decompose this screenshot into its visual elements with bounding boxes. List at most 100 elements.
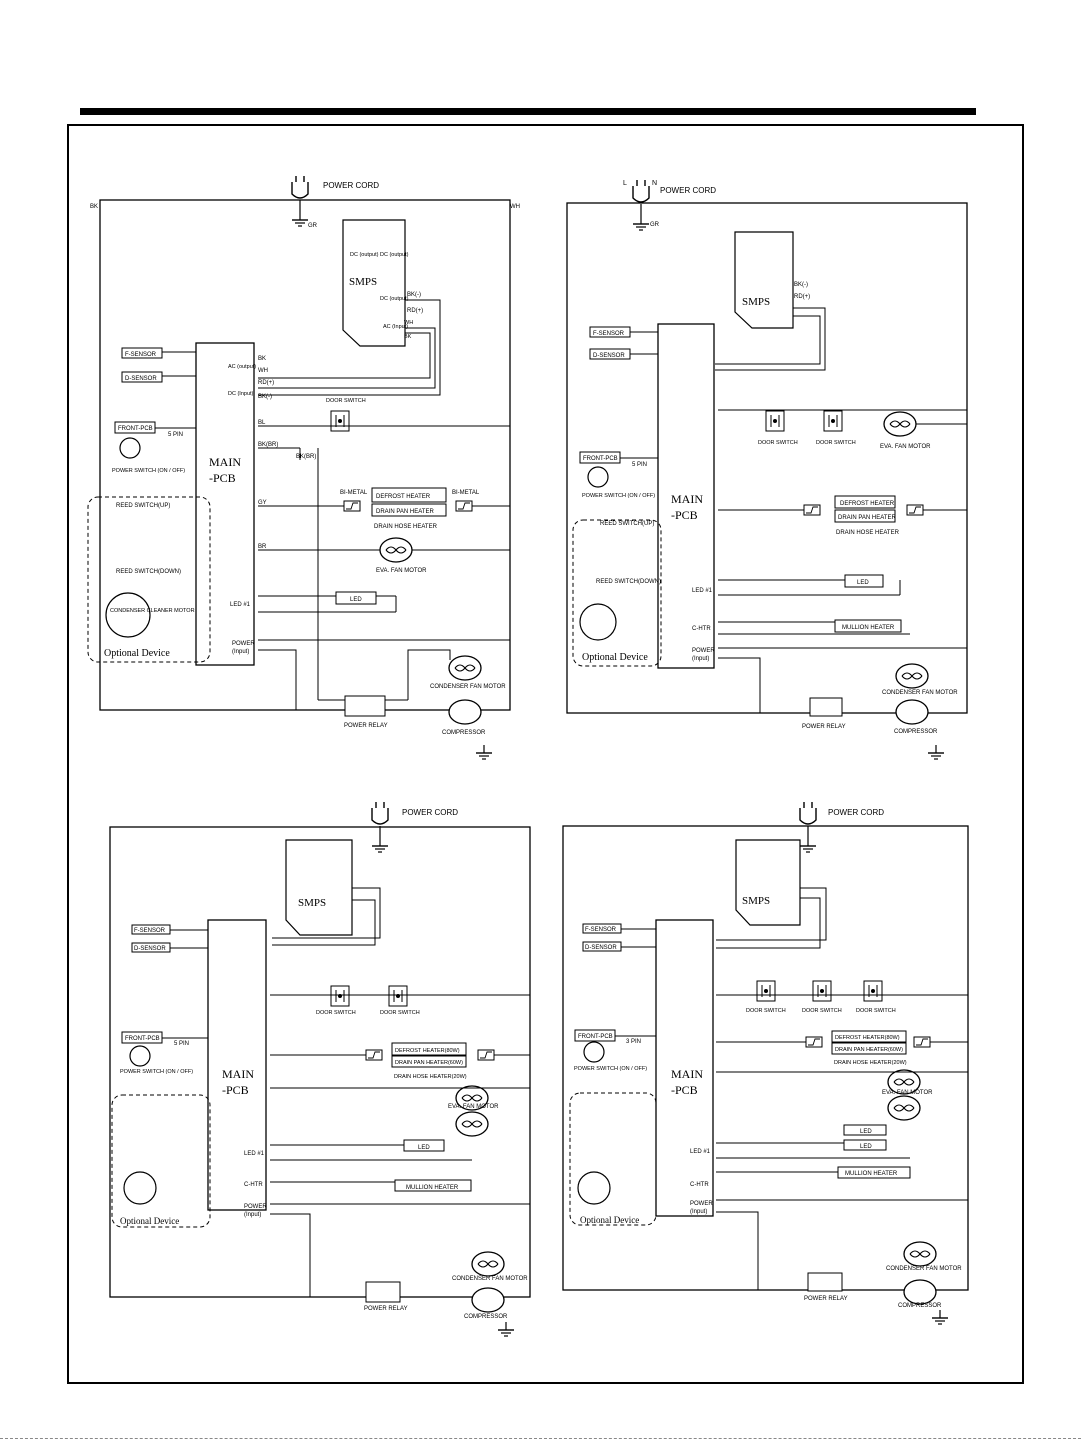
svg-text:DRAIN HOSE HEATER(20W): DRAIN HOSE HEATER(20W) xyxy=(394,1074,467,1080)
svg-text:F-SENSOR: F-SENSOR xyxy=(593,331,625,337)
svg-text:DOOR SWITCH: DOOR SWITCH xyxy=(856,1008,896,1014)
svg-text:POWER SWITCH (ON / OFF): POWER SWITCH (ON / OFF) xyxy=(120,1069,193,1075)
svg-text:POWER RELAY: POWER RELAY xyxy=(364,1306,408,1312)
svg-text:-PCB: -PCB xyxy=(209,471,236,485)
svg-text:REED SWITCH(DOWN): REED SWITCH(DOWN) xyxy=(596,579,661,585)
svg-text:MAIN: MAIN xyxy=(671,1067,703,1081)
svg-text:EVA. FAN MOTOR: EVA. FAN MOTOR xyxy=(882,1090,933,1096)
panel-1: POWER CORD GR BK WH SMPS DC (output) DC … xyxy=(87,175,520,760)
svg-text:BK: BK xyxy=(404,334,412,340)
svg-text:COMPRESSOR: COMPRESSOR xyxy=(464,1314,508,1320)
main-pcb xyxy=(195,342,255,666)
svg-text:POWER: POWER xyxy=(690,1201,713,1207)
svg-text:SMPS: SMPS xyxy=(742,296,770,308)
svg-text:GR: GR xyxy=(308,223,318,229)
svg-text:DEFROST HEATER(80W): DEFROST HEATER(80W) xyxy=(835,1035,900,1041)
svg-text:BK(-): BK(-) xyxy=(794,282,808,288)
svg-text:POWER: POWER xyxy=(232,641,255,647)
svg-text:D-SENSOR: D-SENSOR xyxy=(593,353,625,359)
svg-text:REED SWITCH(UP): REED SWITCH(UP) xyxy=(116,503,170,509)
svg-text:GY: GY xyxy=(258,500,267,506)
svg-text:DEFROST HEATER(80W): DEFROST HEATER(80W) xyxy=(395,1048,460,1054)
svg-text:MULLION HEATER: MULLION HEATER xyxy=(406,1185,459,1191)
svg-text:(Input): (Input) xyxy=(232,649,249,655)
panel-3: POWER CORD SMPS MAIN -PCB F-SENSOR D-SEN… xyxy=(109,801,531,1337)
svg-text:D-SENSOR: D-SENSOR xyxy=(125,376,157,382)
svg-text:SMPS: SMPS xyxy=(298,897,326,909)
svg-text:POWER SWITCH (ON / OFF): POWER SWITCH (ON / OFF) xyxy=(112,468,185,474)
svg-text:MULLION HEATER: MULLION HEATER xyxy=(842,625,895,631)
svg-text:WH: WH xyxy=(510,204,520,210)
svg-text:CONDENSER FAN MOTOR: CONDENSER FAN MOTOR xyxy=(886,1266,962,1272)
svg-text:SMPS: SMPS xyxy=(349,276,377,288)
svg-text:MAIN: MAIN xyxy=(222,1067,254,1081)
svg-text:BI-METAL: BI-METAL xyxy=(452,490,480,496)
svg-text:C-HTR: C-HTR xyxy=(244,1182,263,1188)
svg-text:REED SWITCH(DOWN): REED SWITCH(DOWN) xyxy=(116,569,181,575)
svg-text:(Input): (Input) xyxy=(692,656,709,662)
svg-text:MULLION HEATER: MULLION HEATER xyxy=(845,1171,898,1177)
svg-text:POWER RELAY: POWER RELAY xyxy=(804,1296,848,1302)
svg-text:Optional Device: Optional Device xyxy=(580,1215,639,1225)
svg-text:CONDENSER FAN MOTOR: CONDENSER FAN MOTOR xyxy=(452,1276,528,1282)
power-cord-label: POWER CORD xyxy=(323,181,379,190)
svg-text:EVA. FAN MOTOR: EVA. FAN MOTOR xyxy=(880,444,931,450)
svg-text:POWER CORD: POWER CORD xyxy=(828,808,884,817)
svg-text:F-SENSOR: F-SENSOR xyxy=(134,928,166,934)
svg-text:DRAIN PAN HEATER(60W): DRAIN PAN HEATER(60W) xyxy=(395,1060,463,1066)
svg-text:DEFROST HEATER: DEFROST HEATER xyxy=(376,494,431,500)
svg-text:REED SWITCH(UP): REED SWITCH(UP) xyxy=(600,521,654,527)
svg-text:POWER SWITCH (ON / OFF): POWER SWITCH (ON / OFF) xyxy=(582,493,655,499)
svg-text:POWER CORD: POWER CORD xyxy=(660,186,716,195)
svg-text:LED #1: LED #1 xyxy=(690,1149,711,1155)
svg-text:C-HTR: C-HTR xyxy=(692,626,711,632)
svg-text:MAIN: MAIN xyxy=(209,455,241,469)
svg-text:(Input): (Input) xyxy=(690,1209,707,1215)
svg-text:DOOR SWITCH: DOOR SWITCH xyxy=(816,440,856,446)
svg-text:FRONT-PCB: FRONT-PCB xyxy=(583,456,618,462)
svg-text:LED #1: LED #1 xyxy=(244,1151,265,1157)
svg-text:5 PIN: 5 PIN xyxy=(168,432,183,438)
svg-text:BK(BR): BK(BR) xyxy=(296,454,316,460)
svg-text:DEFROST HEATER: DEFROST HEATER xyxy=(840,501,895,507)
svg-text:DRAIN PAN HEATER: DRAIN PAN HEATER xyxy=(376,509,434,515)
svg-text:EVA. FAN MOTOR: EVA. FAN MOTOR xyxy=(448,1104,499,1110)
svg-text:SMPS: SMPS xyxy=(742,895,770,907)
svg-text:DRAIN HOSE HEATER(20W): DRAIN HOSE HEATER(20W) xyxy=(834,1060,907,1066)
svg-text:CONDENSER FAN MOTOR: CONDENSER FAN MOTOR xyxy=(882,690,958,696)
svg-text:FRONT-PCB: FRONT-PCB xyxy=(118,426,153,432)
svg-text:POWER: POWER xyxy=(244,1204,267,1210)
svg-text:BK: BK xyxy=(258,356,266,362)
svg-text:MAIN: MAIN xyxy=(671,492,703,506)
svg-text:D-SENSOR: D-SENSOR xyxy=(585,945,617,951)
svg-text:CONDENSER FAN MOTOR: CONDENSER FAN MOTOR xyxy=(430,684,506,690)
svg-text:FRONT-PCB: FRONT-PCB xyxy=(125,1036,160,1042)
svg-text:LED: LED xyxy=(860,1144,872,1150)
header-rule xyxy=(80,108,976,115)
svg-text:DOOR SWITCH: DOOR SWITCH xyxy=(326,398,366,404)
svg-text:BR: BR xyxy=(258,544,267,550)
svg-text:AC (output): AC (output) xyxy=(228,364,256,370)
svg-text:WH: WH xyxy=(258,368,268,374)
svg-text:N: N xyxy=(652,180,657,187)
svg-text:DRAIN HOSE HEATER: DRAIN HOSE HEATER xyxy=(374,524,438,530)
svg-text:DOOR SWITCH: DOOR SWITCH xyxy=(316,1010,356,1016)
svg-text:CONDENSER CLEANER MOTOR: CONDENSER CLEANER MOTOR xyxy=(110,608,195,614)
svg-text:5 PIN: 5 PIN xyxy=(632,462,647,468)
svg-text:BK(BR): BK(BR) xyxy=(258,442,278,448)
svg-text:GR: GR xyxy=(650,222,660,228)
svg-text:POWER SWITCH (ON / OFF): POWER SWITCH (ON / OFF) xyxy=(574,1066,647,1072)
panel-2: L N POWER CORD GR SMPS BK(-) RD(+) MAIN … xyxy=(566,179,968,760)
panel-4: POWER CORD SMPS MAIN -PCB F-SENSOR D-SEN… xyxy=(562,801,969,1325)
svg-text:BK: BK xyxy=(90,204,98,210)
svg-text:POWER: POWER xyxy=(692,648,715,654)
svg-text:WH: WH xyxy=(404,320,413,326)
svg-text:C-HTR: C-HTR xyxy=(690,1182,709,1188)
svg-text:(Input): (Input) xyxy=(244,1212,261,1218)
svg-text:BI-METAL: BI-METAL xyxy=(340,490,368,496)
svg-text:RD(+): RD(+) xyxy=(794,294,810,300)
svg-text:DRAIN PAN HEATER(60W): DRAIN PAN HEATER(60W) xyxy=(835,1047,903,1053)
svg-text:DOOR SWITCH: DOOR SWITCH xyxy=(802,1008,842,1014)
svg-text:-PCB: -PCB xyxy=(671,1083,698,1097)
svg-text:AC (Input): AC (Input) xyxy=(383,324,408,330)
